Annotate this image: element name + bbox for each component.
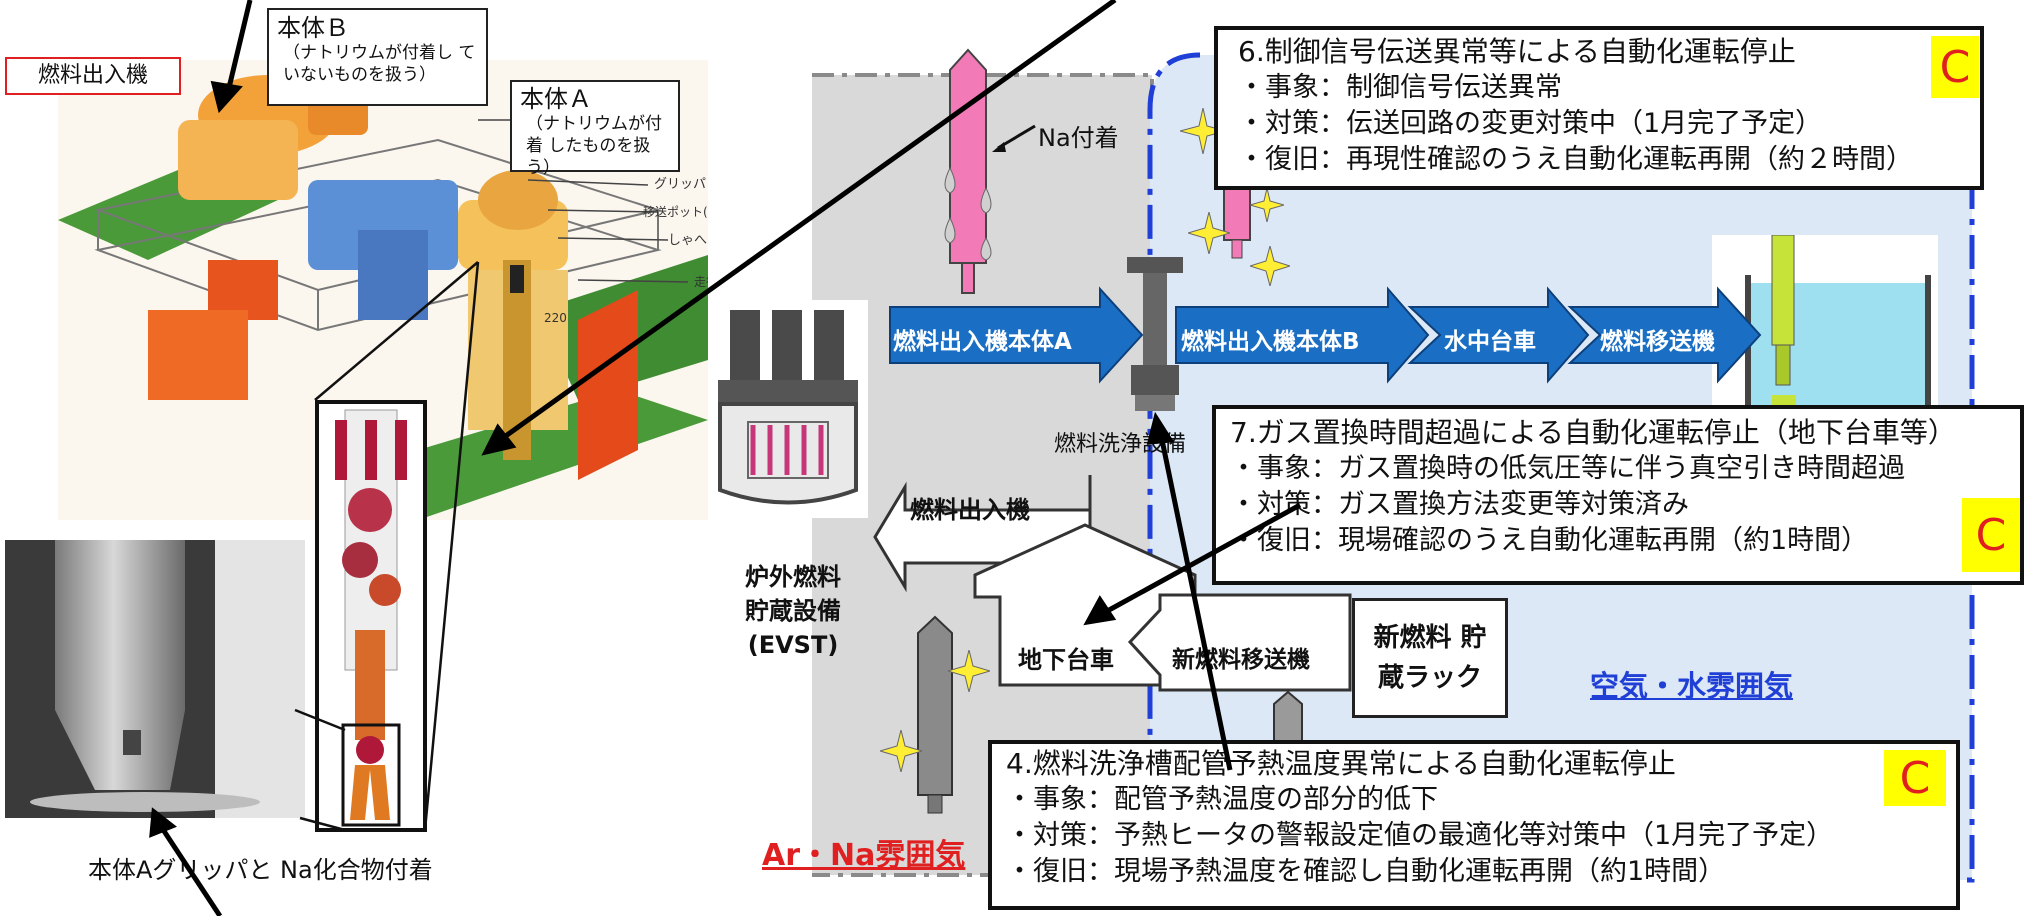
- gray-fuel-rod-icon: [917, 615, 953, 814]
- underground-cart-label: 地下台車: [1018, 646, 1114, 674]
- gripper-photo-caption: 本体Aグリッパと Na化合物付着: [88, 856, 433, 884]
- new-fuel-transfer-label: 新燃料移送機: [1172, 647, 1310, 673]
- note-7-line: ・対策：ガス置換方法変更等対策済み: [1230, 489, 1689, 520]
- star-icon: [948, 650, 990, 692]
- note-7-box: 7.ガス置換時間超過による自動化運転停止（地下台車等） ・事象：ガス置換時の低気…: [1212, 405, 2024, 585]
- body-b-note: （ナトリウムが付着し ていないものを扱う）: [283, 43, 476, 85]
- note-7-line: ・事象：ガス置換時の低気圧等に伴う真空引き時間超過: [1230, 453, 1905, 484]
- flow-step-underwater-cart: 水中台車: [1444, 329, 1536, 355]
- body-a-note: （ナトリウムが付着 したものを扱う）: [526, 114, 662, 178]
- star-icon: [1250, 188, 1284, 222]
- note-4-title: 4.燃料洗浄槽配管予熱温度異常による自動化運転停止: [1006, 747, 1676, 780]
- na-adhesion-pointer: [992, 124, 1036, 152]
- return-fuel-handling-label: 燃料出入機: [910, 496, 1030, 524]
- note-7-title: 7.ガス置換時間超過による自動化運転停止（地下台車等）: [1230, 416, 1956, 449]
- star-icon: [880, 730, 922, 772]
- arna-region-label: Ar・Na雰囲気: [762, 838, 966, 873]
- body-b-title: 本体Ｂ: [277, 14, 349, 42]
- note-7-rank-badge: C: [1962, 498, 2020, 572]
- new-fuel-rack-box: 新燃料 貯蔵ラック: [1352, 598, 1508, 718]
- evst-vessel-icon: [708, 300, 868, 518]
- gripper-cross-section: [315, 400, 427, 832]
- note-7-line: ・復旧：現場確認のうえ自動化運転再開（約1時間）: [1230, 525, 1869, 556]
- gripper-photo: [5, 540, 305, 818]
- main-flow-arrows: [889, 286, 1762, 384]
- body-a-box: 本体Ａ （ナトリウムが付着 したものを扱う）: [510, 80, 680, 178]
- note-4-line: ・復旧：現場予熱温度を確認し自動化運転再開（約1時間）: [1006, 856, 1726, 887]
- flow-step-body-b: 燃料出入機本体B: [1181, 329, 1360, 355]
- note-6-title: 6.制御信号伝送異常等による自動化運転停止: [1238, 35, 1796, 68]
- note-6-box: 6.制御信号伝送異常等による自動化運転停止 ・事象：制御信号伝送異常 ・対策：伝…: [1214, 26, 1984, 190]
- new-fuel-rack-label: 新燃料 貯蔵ラック: [1373, 623, 1487, 693]
- drawing-label: グリッパ: [654, 177, 706, 192]
- na-adhesion-label: Na付着: [1038, 124, 1119, 152]
- note-6-line: ・対策：伝送回路の変更対策中（1月完了予定）: [1238, 108, 1823, 139]
- evst-label: 炉外燃料 貯蔵設備 (EVST): [745, 563, 841, 659]
- star-icon: [1188, 212, 1230, 254]
- note-6-line: ・復旧：再現性確認のうえ自動化運転再開（約２時間）: [1238, 144, 1913, 175]
- note-4-rank-badge: C: [1884, 750, 1946, 806]
- note-4-box: 4.燃料洗浄槽配管予熱温度異常による自動化運転停止 ・事象：配管予熱温度の部分的…: [988, 740, 1960, 910]
- drawing-label: 移送ポット(燃料等収納): [643, 204, 708, 219]
- body-b-box: 本体Ｂ （ナトリウムが付着し ていないものを扱う）: [267, 8, 488, 106]
- return-flow-arrows: [873, 475, 1352, 692]
- flow-step-body-a: 燃料出入機本体A: [893, 329, 1072, 355]
- body-a-title: 本体Ａ: [520, 85, 592, 113]
- note-6-line: ・事象：制御信号伝送異常: [1238, 72, 1562, 103]
- note-4-line: ・対策：予熱ヒータの警報設定値の最適化等対策中（1月完了予定）: [1006, 820, 1834, 851]
- note-6-rank-badge: C: [1931, 36, 1979, 98]
- air-region-label: 空気・水雰囲気: [1590, 669, 1794, 703]
- fuel-handling-machine-label: 燃料出入機: [5, 57, 181, 95]
- drawing-label: しゃへい体: [668, 233, 708, 248]
- star-icon: [1250, 246, 1290, 286]
- drawing-label: 走行台車: [694, 274, 708, 289]
- flow-step-fuel-transfer: 燃料移送機: [1600, 329, 1715, 355]
- drawing-label: 220: [544, 311, 567, 325]
- note-4-line: ・事象：配管予熱温度の部分的低下: [1006, 784, 1438, 815]
- cleaning-facility-icon: [1127, 257, 1183, 411]
- na-fuel-rod-icon: [944, 48, 992, 294]
- star-icon: [1180, 108, 1226, 154]
